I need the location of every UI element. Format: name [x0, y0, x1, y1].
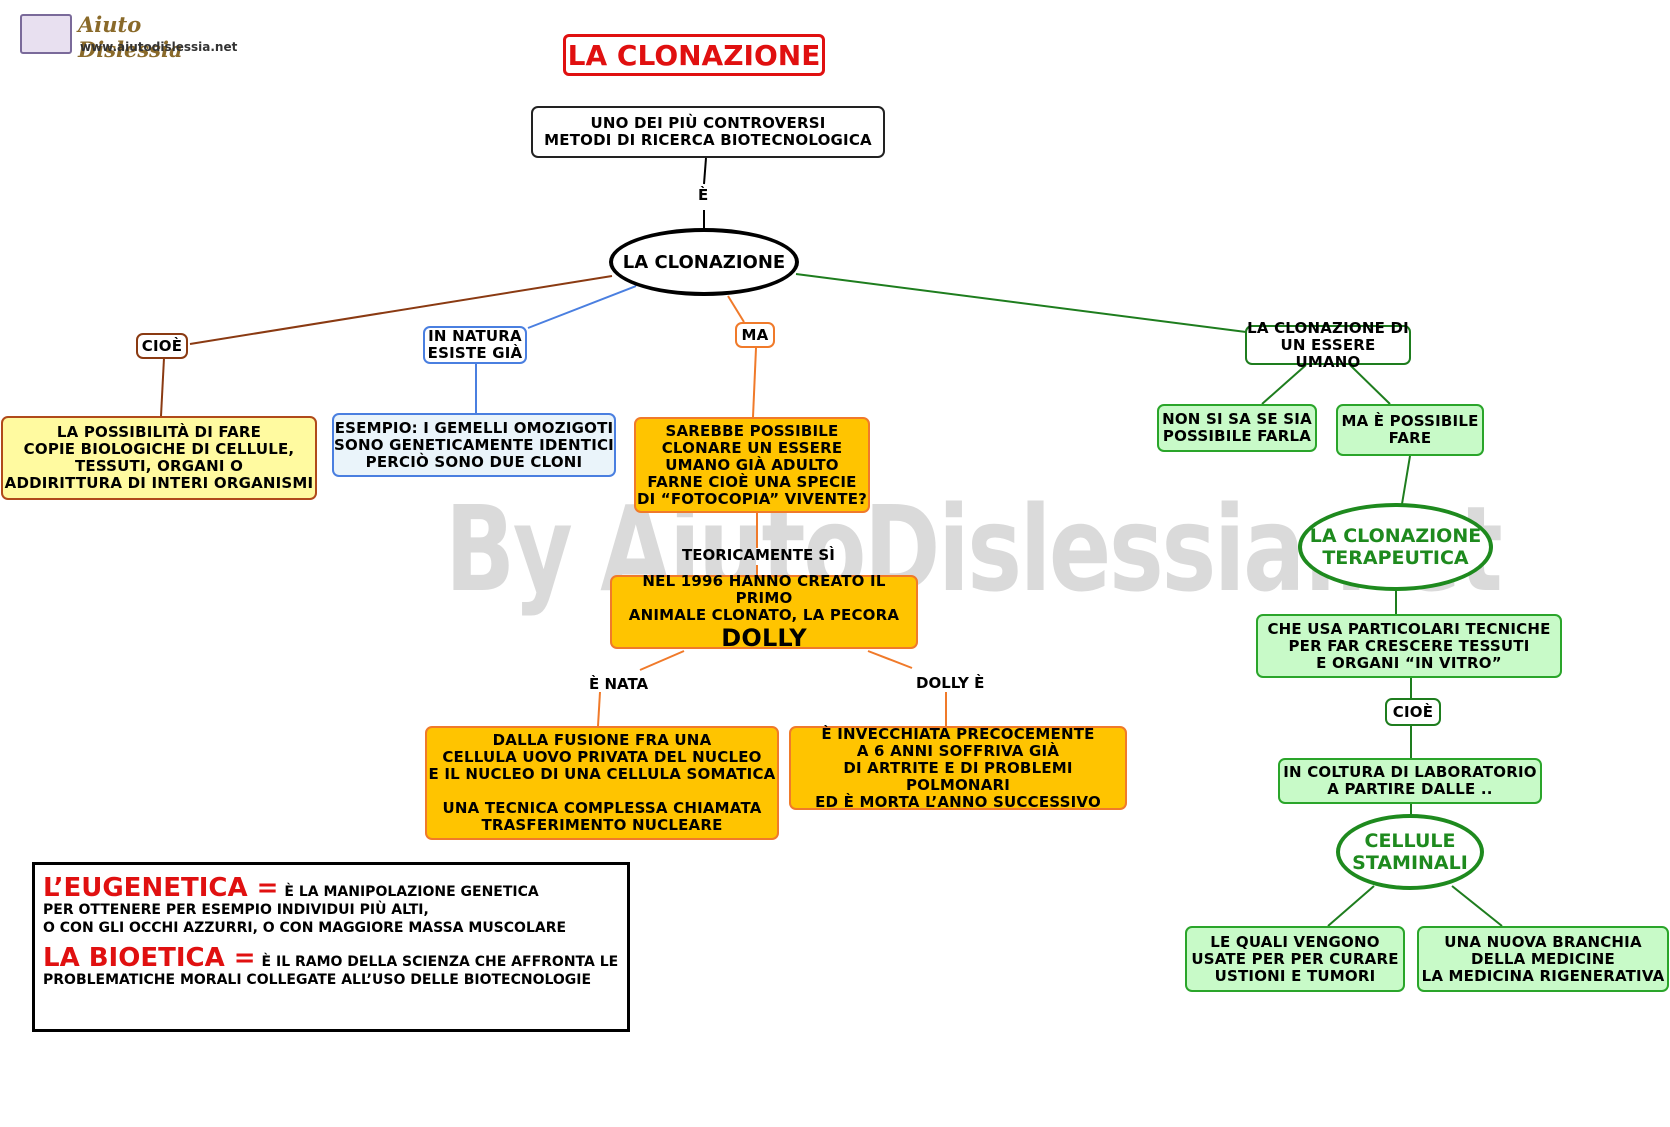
node-dolly: NEL 1996 HANNO CREATO IL PRIMO ANIMALE C…	[610, 571, 918, 652]
node-intro: UNO DEI PIÙ CONTROVERSI METODI DI RICERC…	[531, 106, 885, 158]
term-eugenetica: L’EUGENETICA =	[43, 873, 279, 903]
line-center-cioe	[189, 275, 613, 345]
book-logo-icon	[20, 14, 72, 54]
eugenetica-line-2: PER OTTENERE PER ESEMPIO INDIVIDUI PIÙ A…	[43, 902, 429, 918]
node-terapeutica: LA CLONAZIONE TERAPEUTICA	[1298, 503, 1493, 591]
line-cioe-possibilita	[160, 357, 165, 417]
dolly-text: NEL 1996 HANNO CREATO IL PRIMO ANIMALE C…	[628, 571, 900, 624]
site-logo: Aiuto Dislessia www.aiutodislessia.net	[18, 10, 237, 62]
link-label-e: È	[698, 186, 709, 204]
node-invecchiata: È INVECCHIATA PRECOCEMENTE A 6 ANNI SOFF…	[789, 725, 1127, 810]
node-center: LA CLONAZIONE	[609, 228, 799, 296]
eugenetica-line-1: È LA MANIPOLAZIONE GENETICA	[284, 884, 539, 900]
node-cioe-2: CIOÈ	[1385, 698, 1441, 726]
line-staminali-branchia	[1451, 885, 1503, 927]
page-title: LA CLONAZIONE	[563, 34, 825, 76]
link-label-dolly-e: DOLLY È	[916, 674, 985, 692]
line-dolly-dollye	[867, 650, 913, 669]
line-center-ma	[727, 295, 745, 323]
dolly-name: DOLLY	[721, 623, 807, 652]
node-in-natura: IN NATURA ESISTE GIÀ	[423, 326, 527, 364]
eugenetica-line-3: O CON GLI OCCHI AZZURRI, O CON MAGGIORE …	[43, 920, 567, 936]
link-label-teoricamente: TEORICAMENTE SÌ	[682, 546, 835, 564]
node-ma-possibile: MA È POSSIBILE FARE	[1336, 404, 1484, 456]
node-staminali: CELLULE STAMINALI	[1336, 814, 1484, 890]
node-ma: MA	[735, 322, 775, 348]
bioetica-line-2: PROBLEMATICHE MORALI COLLEGATE ALL’USO D…	[43, 972, 592, 988]
node-non-si-sa: NON SI SA SE SIA POSSIBILE FARLA	[1157, 404, 1317, 452]
line-ma-sarebbe	[752, 347, 757, 418]
node-curare: LE QUALI VENGONO USATE PER PER CURARE US…	[1185, 926, 1405, 992]
line-intro-center	[703, 157, 707, 185]
line-possibile-terapeutica	[1401, 455, 1411, 505]
term-bioetica: LA BIOETICA =	[43, 943, 256, 973]
node-cioe-1: CIOÈ	[136, 333, 188, 359]
line-dolly-nata	[639, 650, 685, 671]
line-center-natura	[527, 285, 637, 329]
link-label-e-nata: È NATA	[589, 675, 649, 693]
node-tecniche: CHE USA PARTICOLARI TECNICHE PER FAR CRE…	[1256, 614, 1562, 678]
definitions-box: L’EUGENETICA = È LA MANIPOLAZIONE GENETIC…	[32, 862, 630, 1032]
node-esempio: ESEMPIO: I GEMELLI OMOZIGOTI SONO GENETI…	[332, 413, 616, 477]
line-staminali-curare	[1327, 885, 1375, 927]
bioetica-line-1: È IL RAMO DELLA SCIENZA CHE AFFRONTA LE	[261, 954, 619, 970]
def-eugenetica: L’EUGENETICA = È LA MANIPOLAZIONE GENETIC…	[43, 875, 619, 901]
node-branchia: UNA NUOVA BRANCHIA DELLA MEDICINE LA MED…	[1417, 926, 1669, 992]
line-umano-possibile	[1349, 364, 1391, 405]
def-bioetica: LA BIOETICA = È IL RAMO DELLA SCIENZA CHE…	[43, 945, 619, 971]
node-possibilita: LA POSSIBILITÀ DI FARE COPIE BIOLOGICHE …	[1, 416, 317, 500]
node-fusione: DALLA FUSIONE FRA UNA CELLULA UOVO PRIVA…	[425, 726, 779, 840]
line-nata-fusione	[597, 691, 601, 727]
logo-url: www.aiutodislessia.net	[80, 40, 238, 54]
node-coltura: IN COLTURA DI LABORATORIO A PARTIRE DALL…	[1278, 758, 1542, 804]
node-essere-umano: LA CLONAZIONE DI UN ESSERE UMANO	[1245, 319, 1411, 370]
line-umano-nonsisa	[1261, 364, 1307, 405]
node-sarebbe: SAREBBE POSSIBILE CLONARE UN ESSERE UMAN…	[634, 417, 870, 513]
logo-brand: Aiuto Dislessia	[78, 12, 183, 62]
line-center-umano	[795, 273, 1247, 333]
